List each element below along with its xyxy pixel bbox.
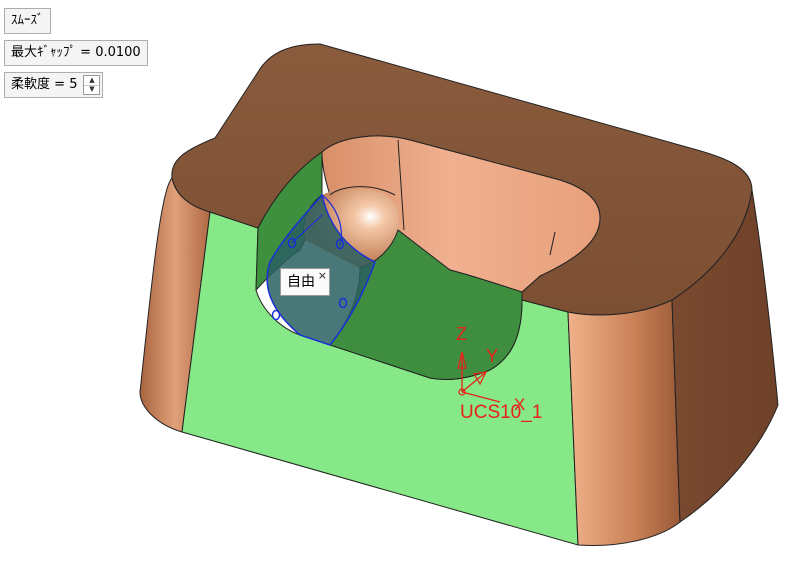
ucs-y-arrow [473, 371, 488, 386]
control-point-3[interactable] [271, 309, 281, 321]
ucs-z-label: Z [456, 324, 467, 344]
ucs-x-axis [461, 391, 501, 403]
flexibility-label: 柔軟度 [11, 77, 51, 92]
ucs-triad[interactable]: Z Y X UCS10_1 [456, 324, 542, 423]
ucs-origin [458, 388, 466, 396]
smooth-button-label: ｽﾑｰｽﾞ [11, 13, 44, 28]
stepper-up-icon[interactable]: ▲ [89, 75, 95, 84]
control-point-4[interactable] [338, 297, 348, 309]
max-gap-value[interactable]: 0.0100 [95, 45, 141, 60]
stepper-down-icon[interactable]: ▼ [84, 84, 100, 95]
flexibility-equals: = [54, 77, 66, 92]
flexibility-stepper[interactable]: ▲ ▼ [83, 75, 101, 95]
ucs-y-axis [461, 371, 487, 393]
close-icon[interactable]: × [317, 269, 327, 282]
flexibility-value[interactable]: 5 [69, 77, 78, 92]
flexibility-field[interactable]: 柔軟度 = 5 ▲ ▼ [4, 72, 104, 98]
max-gap-label: 最大ｷﾞｬｯﾌﾟ [11, 45, 77, 60]
front-right-corner-face [567, 299, 681, 547]
ucs-y-label: Y [486, 346, 498, 366]
control-point-2[interactable] [335, 238, 345, 250]
surface-type-tag[interactable]: 自由 × [280, 268, 330, 296]
ucs-x-label: X [514, 395, 525, 414]
max-gap-equals: = [80, 45, 92, 60]
ucs-z-arrow [457, 351, 467, 369]
pocket-edge-line [321, 139, 556, 256]
control-point-1[interactable] [287, 237, 297, 249]
smooth-button[interactable]: ｽﾑｰｽﾞ [4, 8, 51, 34]
ucs-name-label: UCS10_1 [460, 402, 542, 423]
surface-type-label: 自由 [287, 274, 315, 290]
max-gap-field[interactable]: 最大ｷﾞｬｯﾌﾟ = 0.0100 [4, 40, 148, 66]
